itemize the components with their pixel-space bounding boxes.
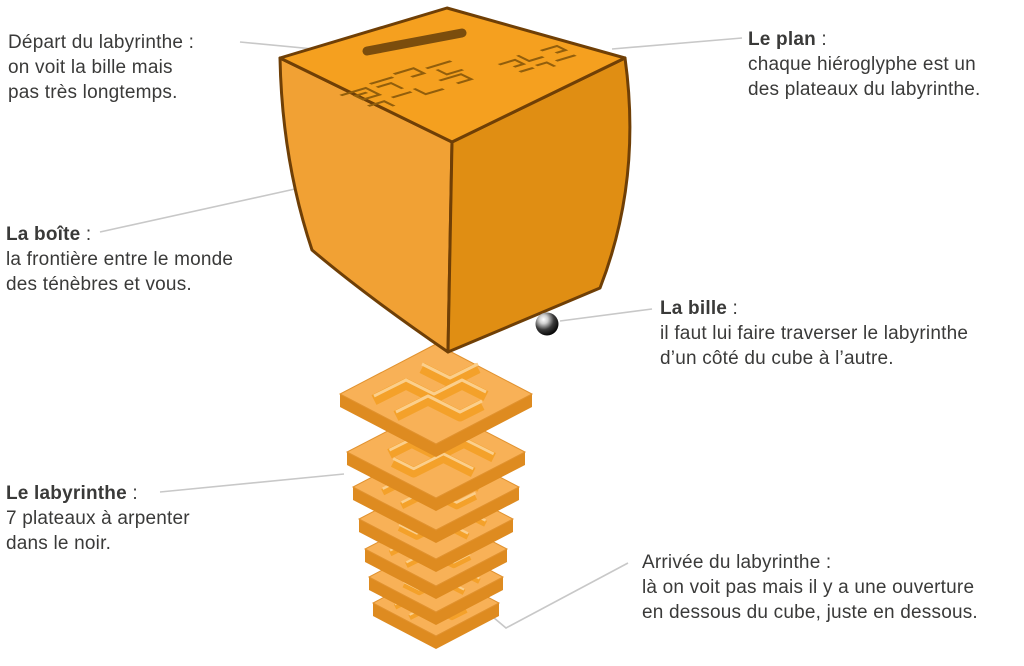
label-bille-line: il faut lui faire traverser le labyrinth…: [660, 323, 969, 344]
label-bille-title: La bille :: [660, 298, 739, 319]
label-labyrinthe: Le labyrinthe : 7 plateaux à arpenter da…: [6, 481, 190, 556]
maze-layer-stack: [338, 343, 534, 649]
label-labyrinthe-line: 7 plateaux à arpenter: [6, 508, 190, 529]
label-depart-line: pas très longtemps.: [8, 82, 178, 103]
labyrinth-cube: [278, 6, 632, 354]
label-bille: La bille : il faut lui faire traverser l…: [660, 296, 968, 371]
leader-line-bille: [559, 308, 653, 322]
label-boite: La boîte : la frontière entre le monde d…: [6, 222, 233, 297]
leader-line-boite: [99, 188, 296, 233]
cube-front-edge: [446, 143, 454, 351]
label-plan-title: Le plan :: [748, 29, 827, 50]
label-labyrinthe-title: Le labyrinthe :: [6, 483, 138, 504]
label-labyrinthe-line: dans le noir.: [6, 533, 112, 554]
cube-top-face: [278, 6, 627, 144]
leader-line-plan: [611, 37, 743, 50]
label-boite-line: des ténèbres et vous.: [6, 274, 192, 295]
cube-right-face: [446, 56, 632, 354]
cube-left-face: [278, 56, 454, 354]
marble-ball-icon: [535, 312, 559, 336]
hieroglyphs-icon: [497, 44, 577, 73]
label-arrivee: Arrivée du labyrinthe : là on voit pas m…: [642, 550, 978, 625]
label-depart-line: on voit la bille mais: [8, 57, 173, 78]
label-boite-title: La boîte :: [6, 224, 92, 245]
entry-slot-icon: [362, 28, 467, 56]
maze-layer-1: [338, 343, 534, 457]
label-depart-title: Départ du labyrinthe :: [8, 32, 195, 53]
label-depart: Départ du labyrinthe : on voit la bille …: [8, 30, 194, 105]
label-plan-line: chaque hiéroglyphe est un: [748, 54, 976, 75]
leader-line-arrivee: [486, 562, 629, 629]
leader-line-labyrinthe: [159, 473, 345, 493]
label-plan-line: des plateaux du labyrinthe.: [748, 79, 981, 100]
label-bille-line: d’un côté du cube à l’autre.: [660, 348, 894, 369]
label-boite-line: la frontière entre le monde: [6, 249, 234, 270]
label-arrivee-title: Arrivée du labyrinthe :: [642, 552, 832, 573]
label-arrivee-line: là on voit pas mais il y a une ouverture: [642, 577, 975, 598]
hieroglyphs-icon: [339, 60, 475, 107]
label-plan: Le plan : chaque hiéroglyphe est un des …: [748, 27, 981, 102]
label-arrivee-line: en dessous du cube, juste en dessous.: [642, 602, 978, 623]
